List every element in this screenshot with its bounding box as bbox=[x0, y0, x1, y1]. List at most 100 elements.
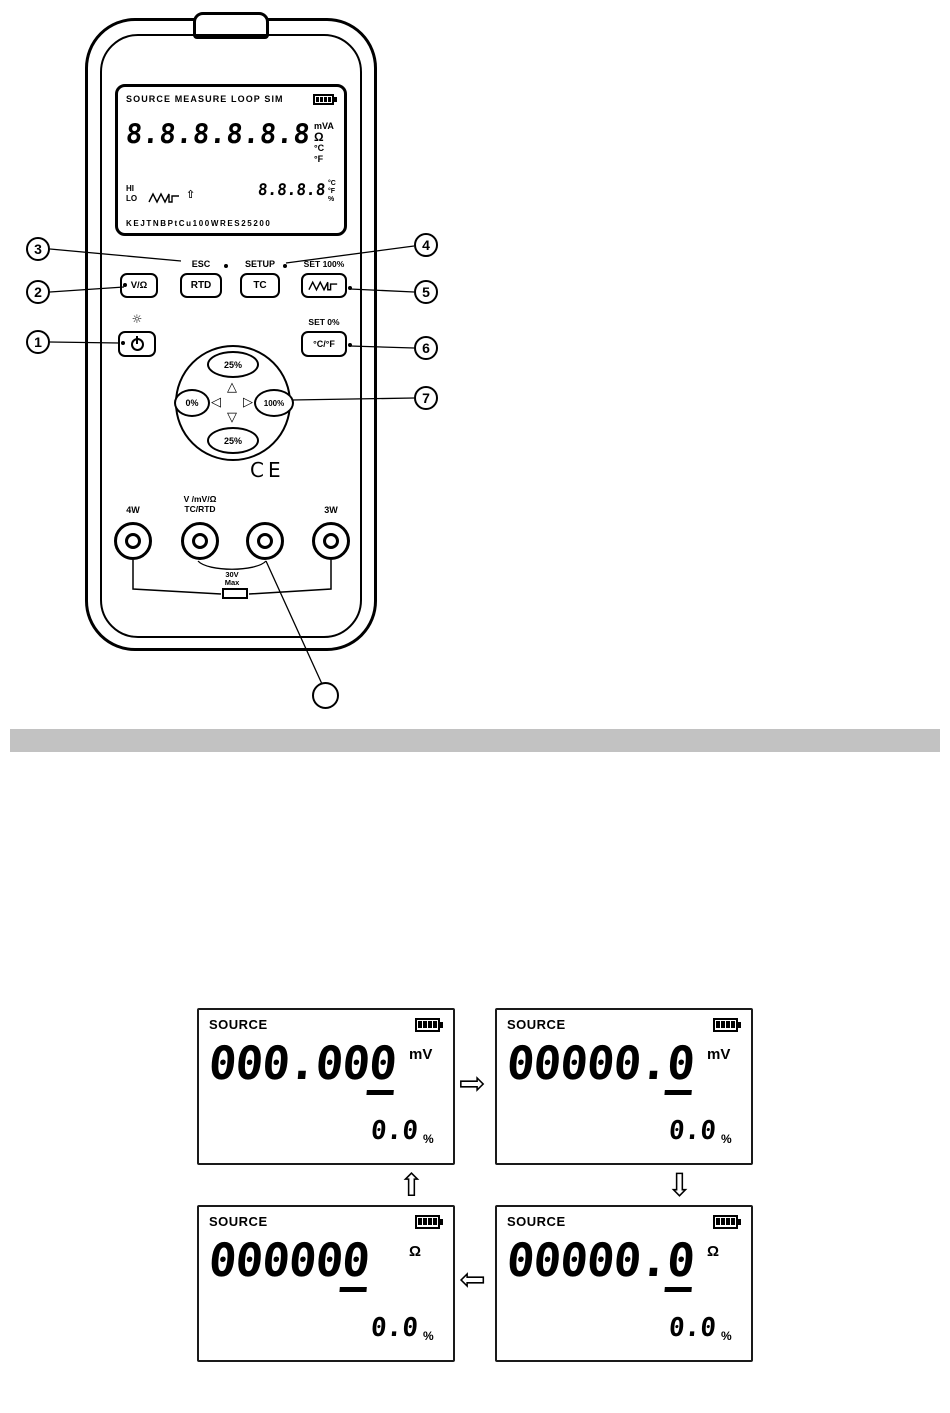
nav-up-triangle-icon: △ bbox=[227, 380, 237, 395]
nav-right-button: 100% bbox=[254, 389, 294, 417]
screen-unit-label: Ω bbox=[707, 1243, 720, 1260]
callout-1-number: 1 bbox=[34, 334, 42, 350]
screen-mode-label: SOURCE bbox=[209, 1214, 268, 1229]
nav-up-button: 25% bbox=[207, 351, 259, 378]
terminal-jack-com bbox=[246, 522, 284, 560]
battery-icon bbox=[415, 1215, 443, 1229]
screen-bottom-right: SOURCE 00000.0 Ω 0.0 % bbox=[495, 1205, 753, 1362]
terminal-jack-3w bbox=[312, 522, 350, 560]
screen-value-cursor-digit: 0 bbox=[366, 1036, 399, 1095]
terminal-mid-label: V /mV/Ω TC/RTD bbox=[170, 494, 230, 514]
terminal-jack-4w bbox=[114, 522, 152, 560]
nav-right-label: 100% bbox=[263, 398, 285, 408]
screen-mode-label: SOURCE bbox=[507, 1214, 566, 1229]
callout-3: 3 bbox=[26, 237, 50, 261]
terminal-3w-label: 3W bbox=[324, 505, 338, 515]
callout-6: 6 bbox=[414, 336, 438, 360]
nav-up-label: 25% bbox=[223, 359, 242, 370]
tc-button: TC bbox=[240, 273, 280, 298]
cf-button: °C/°F bbox=[301, 331, 347, 357]
lcd-subunit-percent: % bbox=[328, 196, 335, 203]
terminal-mid-label-line2: TC/RTD bbox=[184, 504, 216, 514]
screen-top-right: SOURCE 00000.0 mV 0.0 % bbox=[495, 1008, 753, 1165]
rtd-led-dot bbox=[224, 264, 228, 268]
screen-value: 00000.0 bbox=[504, 1036, 697, 1095]
screen-value-cursor-digit: 0 bbox=[664, 1036, 697, 1095]
callout-4: 4 bbox=[414, 233, 438, 257]
terminal-mid-label-line1: V /mV/Ω bbox=[183, 494, 217, 504]
screen-sequence-figure: SOURCE 000.000 mV 0.0 % SOURCE bbox=[0, 990, 950, 1413]
callout-3-number: 3 bbox=[34, 241, 42, 257]
screen-percent-value: 0.0 bbox=[369, 1313, 420, 1343]
lcd-hi-flag: HI bbox=[126, 184, 134, 193]
screen-percent-sign: % bbox=[721, 1329, 732, 1343]
battery-icon bbox=[713, 1215, 741, 1229]
ce-mark: CE bbox=[250, 458, 285, 482]
lcd-subunit-fahrenheit: °F bbox=[328, 188, 336, 195]
tc-button-label: TC bbox=[253, 280, 267, 291]
lcd-unit-ohm: Ω bbox=[314, 130, 324, 144]
callout-7-number: 7 bbox=[422, 390, 430, 406]
battery-icon bbox=[713, 1018, 741, 1032]
screen-unit-label: mV bbox=[409, 1046, 433, 1063]
lcd-units: mVA Ω °C °F bbox=[314, 121, 334, 165]
tc-led-dot bbox=[283, 264, 287, 268]
bottom-connector bbox=[222, 588, 248, 599]
calibrator-figure: SOURCE MEASURE LOOP SIM 8.8.8.8.8.8 mVA … bbox=[0, 0, 460, 720]
lcd-unit-celsius: °C bbox=[314, 143, 325, 153]
ramp-waveform-icon bbox=[308, 280, 338, 292]
callout-2-number: 2 bbox=[34, 284, 42, 300]
nav-left-triangle-icon: ◁ bbox=[211, 395, 221, 410]
screen-value-digits: 00000. bbox=[504, 1036, 670, 1090]
screen-value-digits: 00000 bbox=[206, 1233, 345, 1287]
screen-top-left: SOURCE 000.000 mV 0.0 % bbox=[197, 1008, 455, 1165]
ramp-button bbox=[301, 273, 347, 298]
nav-left-label: 0% bbox=[185, 398, 199, 408]
power-icon bbox=[130, 335, 144, 351]
battery-icon bbox=[415, 1018, 443, 1032]
screen-value: 000000 bbox=[206, 1233, 372, 1292]
device-face-outline bbox=[100, 34, 362, 638]
screen-mode-label: SOURCE bbox=[507, 1017, 566, 1032]
nav-down-button: 25% bbox=[207, 427, 259, 454]
lcd-sub-units: °C °F % bbox=[328, 180, 336, 204]
lcd-up-arrow-icon: ⇧ bbox=[186, 188, 196, 201]
max-voltage-line1: 30V bbox=[225, 570, 239, 579]
screen-percent-sign: % bbox=[423, 1329, 434, 1343]
lcd-mode-annunciators: SOURCE MEASURE LOOP SIM bbox=[126, 94, 284, 104]
lcd-subunit-celsius: °C bbox=[328, 180, 336, 187]
figure-leader-lines bbox=[49, 245, 415, 685]
flow-arrow-right-icon: ⇨ bbox=[459, 1064, 486, 1102]
screen-value-digits: 00000. bbox=[504, 1233, 670, 1287]
terminal-4w-label: 4W bbox=[126, 505, 140, 515]
callout-circle-empty bbox=[312, 682, 339, 709]
terminal-jack-v bbox=[181, 522, 219, 560]
lcd-waveform-icon bbox=[148, 192, 179, 204]
screen-value: 000.000 bbox=[206, 1036, 399, 1095]
vohm-button-label: V/Ω bbox=[130, 280, 148, 291]
rtd-button-label: RTD bbox=[190, 280, 212, 291]
nav-down-label: 25% bbox=[223, 435, 242, 446]
screen-value-cursor-digit: 0 bbox=[339, 1233, 372, 1292]
callout-5-number: 5 bbox=[422, 284, 430, 300]
cf-button-label: °C/°F bbox=[313, 339, 335, 349]
lcd-sensor-types: KEJTNBPtCu100WRES25200 bbox=[126, 219, 272, 228]
section-divider-bar bbox=[10, 729, 940, 752]
callout-6-number: 6 bbox=[422, 340, 430, 356]
screen-percent-sign: % bbox=[423, 1132, 434, 1146]
screen-percent-value: 0.0 bbox=[667, 1116, 718, 1146]
rtd-button: RTD bbox=[180, 273, 222, 298]
screen-mode-label: SOURCE bbox=[209, 1017, 268, 1032]
setup-hint-label: SETUP bbox=[244, 259, 275, 269]
screen-unit-label: Ω bbox=[409, 1243, 422, 1260]
nav-down-triangle-icon: ▽ bbox=[227, 410, 237, 425]
cf-led-dot bbox=[348, 343, 352, 347]
screen-percent-value: 0.0 bbox=[667, 1313, 718, 1343]
brightness-icon: ☼ bbox=[131, 312, 143, 326]
screen-percent-value: 0.0 bbox=[369, 1116, 420, 1146]
screen-value: 00000.0 bbox=[504, 1233, 697, 1292]
screen-value-digits: 000.00 bbox=[206, 1036, 372, 1090]
flow-arrow-left-icon: ⇦ bbox=[459, 1260, 486, 1298]
device-lcd: SOURCE MEASURE LOOP SIM 8.8.8.8.8.8 mVA … bbox=[115, 84, 347, 236]
vohm-led-dot bbox=[123, 283, 127, 287]
